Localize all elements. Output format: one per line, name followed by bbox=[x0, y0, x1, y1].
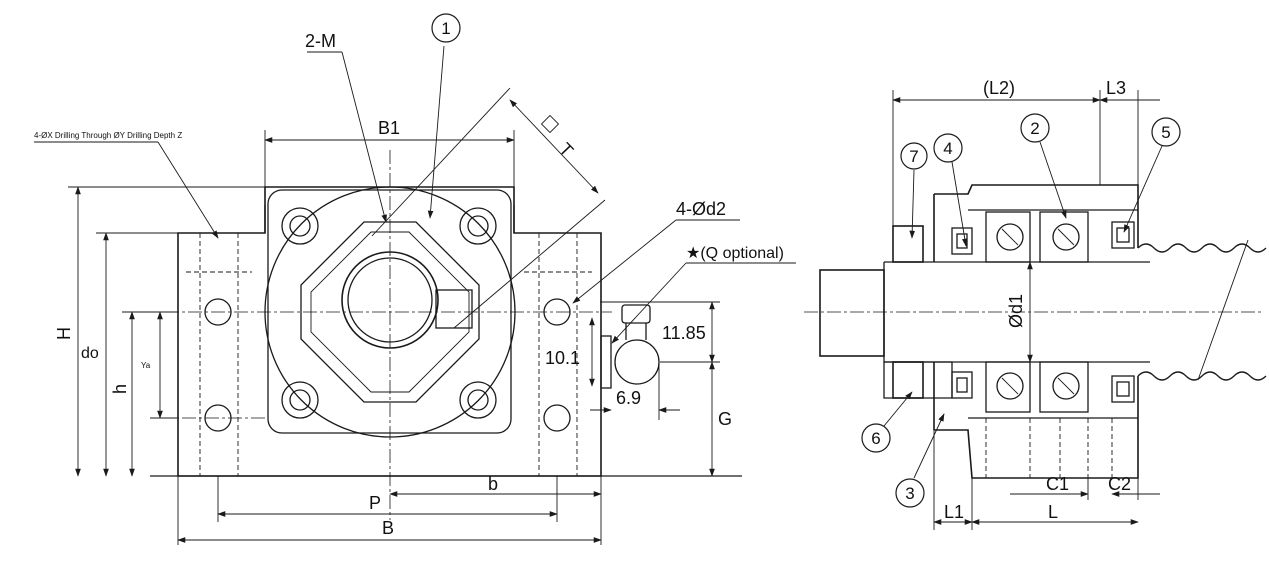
base-mounting-holes bbox=[186, 233, 592, 476]
octagon-housing bbox=[300, 221, 480, 403]
label-square-t: T bbox=[555, 139, 577, 161]
balloon-7-group: 7 bbox=[900, 142, 928, 239]
label-l2: (L2) bbox=[983, 78, 1015, 98]
threaded-screw bbox=[1137, 243, 1267, 253]
housing-section bbox=[933, 184, 1139, 262]
label-c2: C2 bbox=[1108, 474, 1131, 494]
balloon-6: 6 bbox=[871, 429, 880, 448]
note-drilling: 4-ØX Drilling Through ØY Drilling Depth … bbox=[34, 131, 182, 140]
label-p: P bbox=[369, 493, 381, 513]
label-g: G bbox=[718, 409, 732, 429]
label-4d2: 4-Ød2 bbox=[676, 199, 726, 219]
balloon-6-group: 6 bbox=[861, 391, 913, 453]
balloon-2: 2 bbox=[1030, 119, 1039, 138]
balloon-5-group: 5 bbox=[1123, 117, 1181, 233]
label-l: L bbox=[1048, 502, 1058, 522]
dim-6-9: 6.9 bbox=[616, 388, 641, 408]
balloon-4-group: 4 bbox=[933, 133, 968, 247]
balloon-1: 1 bbox=[441, 19, 450, 38]
label-b-total: B bbox=[382, 518, 394, 538]
balloon-5: 5 bbox=[1161, 123, 1170, 142]
label-b-lower: b bbox=[488, 474, 498, 494]
side-view: (L2) L3 Ød1 C1 C2 L1 L 2 3 bbox=[804, 78, 1267, 530]
label-l1: L1 bbox=[944, 502, 964, 522]
label-d1: Ød1 bbox=[1006, 294, 1026, 328]
label-l3: L3 bbox=[1106, 78, 1126, 98]
front-view: T B1 2-M 4-ØX Drilling Through ØY Drilli… bbox=[34, 13, 796, 545]
label-h: h bbox=[110, 384, 130, 394]
label-b1: B1 bbox=[378, 118, 400, 138]
balloon-3: 3 bbox=[905, 484, 914, 503]
angular-bearings bbox=[985, 211, 1089, 413]
label-q-optional: ★(Q optional) bbox=[686, 245, 784, 262]
dim-11-85: 11.85 bbox=[662, 323, 706, 343]
balloon-7: 7 bbox=[909, 147, 918, 166]
label-h-total: H bbox=[54, 327, 74, 340]
label-c1: C1 bbox=[1046, 474, 1069, 494]
label-ya: Ya bbox=[141, 361, 151, 370]
balloon-2-group: 2 bbox=[1020, 113, 1067, 219]
flange-plate bbox=[267, 189, 512, 434]
grease-nipple bbox=[600, 304, 660, 389]
label-2m: 2-M bbox=[305, 31, 336, 51]
balloon-3-group: 3 bbox=[895, 413, 945, 508]
balloon-4: 4 bbox=[943, 139, 952, 158]
dim-10-1: 10.1 bbox=[545, 348, 580, 368]
flange-bolt-holes bbox=[281, 207, 497, 419]
label-do: do bbox=[81, 345, 99, 362]
